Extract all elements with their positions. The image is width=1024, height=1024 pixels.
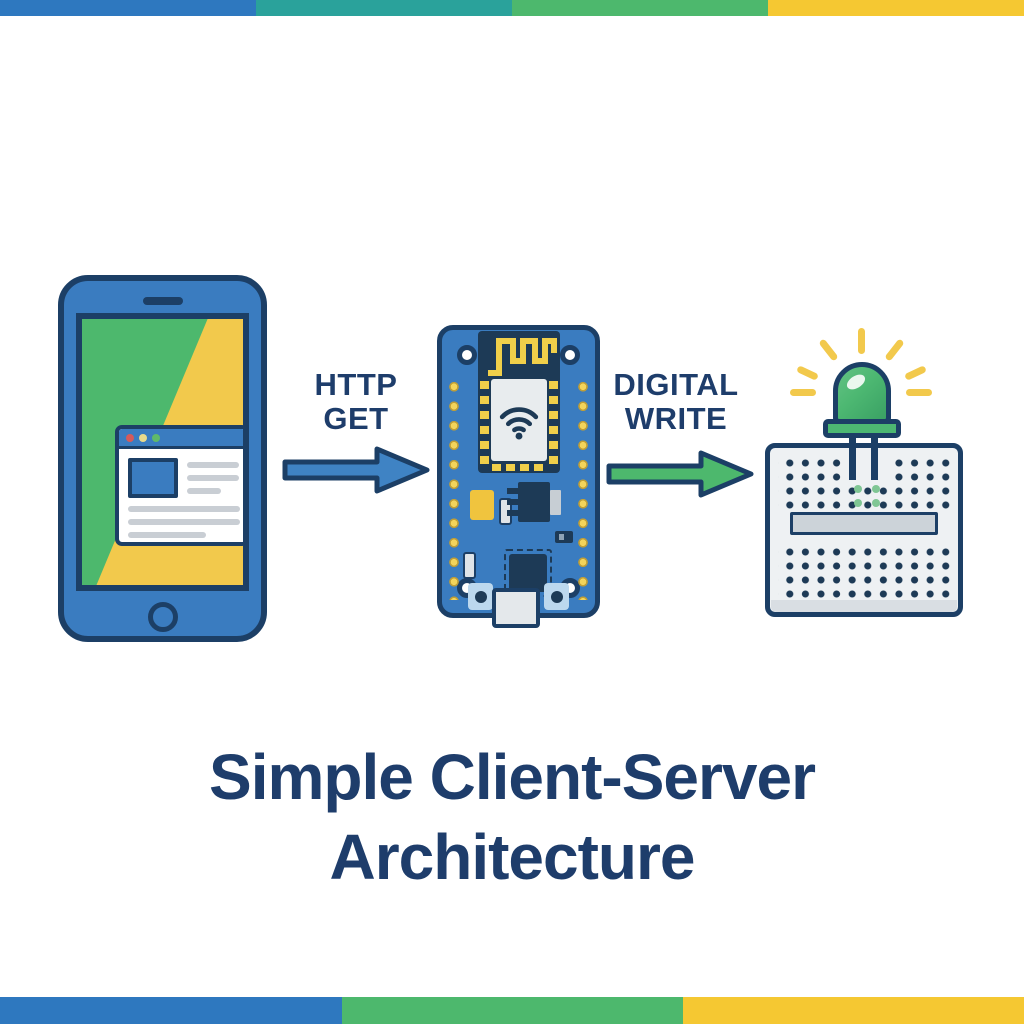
light-ray	[906, 389, 932, 396]
led-leg	[871, 436, 878, 480]
component-capacitor	[463, 552, 476, 579]
bottom-bar-blue-segment	[0, 997, 342, 1024]
digital-write-line1: DIGITAL	[613, 367, 739, 402]
top-bar-yellow-segment	[768, 0, 1024, 16]
top-color-bar	[0, 0, 1024, 16]
http-get-label: HTTP GET	[276, 368, 436, 436]
module-pads-left	[480, 381, 489, 471]
browser-text-line	[128, 532, 206, 538]
bottom-color-bar	[0, 997, 1024, 1024]
regulator-leg	[507, 488, 519, 494]
phone-screen	[76, 313, 249, 591]
mounting-hole	[560, 345, 580, 365]
bottom-bar-yellow-segment	[683, 997, 1024, 1024]
regulator-leg	[507, 510, 519, 516]
light-ray	[790, 389, 816, 396]
page-title: Simple Client-Server Architecture	[0, 737, 1024, 897]
regulator-tab	[550, 490, 561, 515]
breadboard-channel	[790, 512, 938, 535]
module-pads-bottom	[492, 464, 548, 471]
wifi-module	[478, 331, 560, 473]
component-capacitor-yellow	[470, 490, 494, 520]
connected-hole	[854, 485, 862, 493]
breadboard-base	[771, 600, 957, 612]
mounting-hole	[457, 345, 477, 365]
browser-text-line	[128, 506, 240, 512]
module-pads-right	[549, 381, 558, 471]
http-get-line1: HTTP	[314, 367, 398, 402]
regulator-leg	[507, 499, 519, 505]
browser-dot-green	[152, 433, 160, 442]
light-ray	[904, 365, 927, 381]
connected-hole	[854, 499, 862, 507]
smartphone-illustration	[58, 275, 267, 642]
digital-write-line2: WRITE	[624, 401, 728, 436]
antenna-trace-icon	[488, 338, 557, 376]
reset-button	[468, 583, 493, 610]
right-pin-row	[575, 375, 591, 600]
browser-titlebar	[119, 429, 243, 449]
browser-text-line	[187, 488, 221, 494]
top-bar-blue-segment	[0, 0, 256, 16]
microcontroller-board-illustration	[437, 325, 600, 628]
browser-dot-yellow	[139, 433, 147, 442]
right-arrow-icon	[282, 446, 430, 494]
browser-text-line	[187, 475, 239, 481]
browser-window-icon	[115, 425, 243, 546]
browser-image-placeholder	[128, 458, 178, 498]
light-ray	[818, 338, 839, 362]
component-resistor	[555, 531, 573, 543]
bottom-bar-green-segment	[342, 997, 683, 1024]
phone-speaker	[143, 297, 183, 305]
light-ray	[858, 328, 865, 354]
connected-hole	[872, 499, 880, 507]
digital-write-label: DIGITAL WRITE	[596, 368, 756, 436]
top-bar-green-segment	[512, 0, 768, 16]
light-ray	[884, 338, 905, 362]
wifi-shield	[491, 379, 547, 461]
usb-connector	[492, 588, 540, 628]
phone-home-button	[148, 602, 178, 632]
left-pin-row	[446, 375, 462, 600]
browser-dot-red	[126, 433, 134, 442]
right-arrow-icon	[606, 450, 754, 498]
http-get-line2: GET	[323, 401, 389, 436]
light-ray	[796, 365, 819, 381]
browser-text-line	[128, 519, 240, 525]
wifi-icon	[499, 407, 539, 440]
voltage-regulator	[518, 482, 550, 522]
flash-button	[544, 583, 569, 610]
title-line1: Simple Client-Server	[209, 741, 816, 813]
title-line2: Architecture	[329, 821, 696, 893]
led-icon	[833, 362, 891, 424]
breadboard-illustration	[765, 443, 963, 617]
browser-text-line	[187, 462, 239, 468]
top-bar-teal-segment	[256, 0, 512, 16]
breadboard-holes-bottom	[778, 542, 950, 598]
main-chip	[509, 554, 547, 592]
connected-hole	[872, 485, 880, 493]
led-highlight	[844, 371, 868, 393]
led-leg	[849, 436, 856, 480]
